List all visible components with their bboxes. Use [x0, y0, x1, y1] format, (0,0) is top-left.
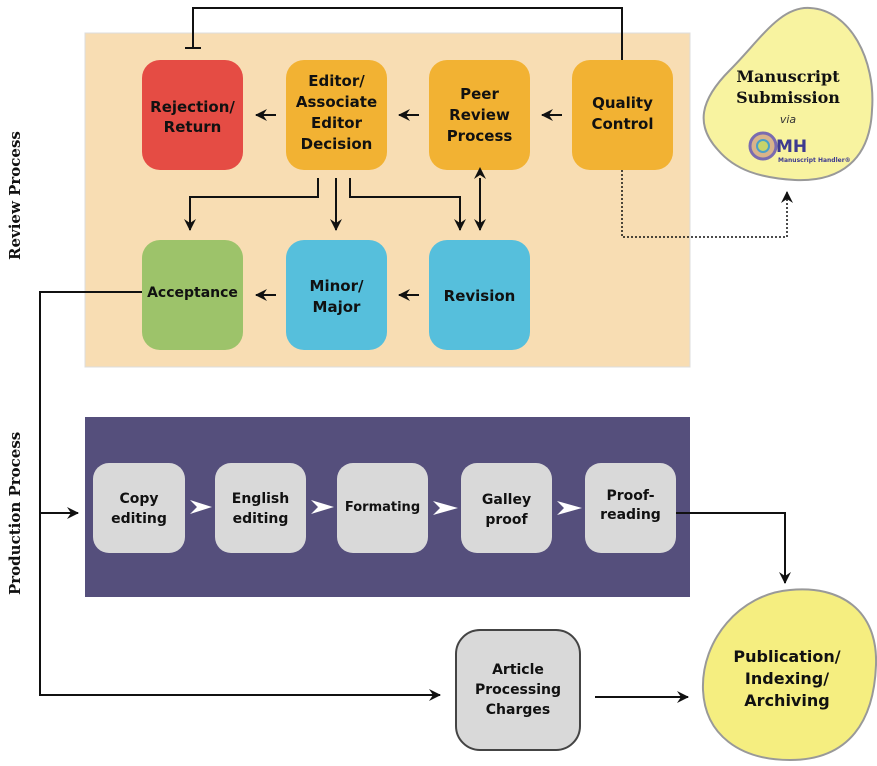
minor-major-box: Minor/Major — [286, 240, 387, 350]
acceptance-to-production-line — [39, 291, 142, 519]
manuscript-handler-logo: MH Manuscript Handler® — [748, 131, 851, 164]
chevron-arrow-icon — [190, 500, 212, 514]
rejection-return-box: Rejection/Return — [142, 60, 243, 170]
chevron-arrow-icon — [557, 501, 582, 515]
svg-text:Proof-reading: Proof-reading — [600, 488, 661, 523]
production-chevrons — [190, 500, 582, 515]
acceptance-box: Acceptance — [142, 240, 243, 350]
publication-indexing-archiving-blob: Publication/Indexing/Archiving — [701, 588, 877, 762]
chevron-arrow-icon — [311, 500, 334, 514]
svg-text:via: via — [780, 113, 797, 126]
arrow-editor-to-acceptance — [184, 178, 319, 231]
svg-text:Publication/Indexing/Archiving: Publication/Indexing/Archiving — [733, 647, 840, 710]
acceptance-to-apc-line — [39, 513, 441, 701]
review-process-label: Review Process — [6, 131, 24, 260]
svg-text:MH: MH — [776, 137, 807, 157]
svg-text:Revision: Revision — [444, 287, 516, 305]
svg-text:Manuscript Handler®: Manuscript Handler® — [778, 157, 851, 164]
svg-text:Rejection/Return: Rejection/Return — [150, 98, 235, 136]
chevron-arrow-icon — [433, 501, 458, 515]
dotted-quality-to-submission — [621, 170, 793, 238]
production-to-publication-line — [676, 512, 791, 584]
production-process-label: Production Process — [6, 432, 24, 595]
svg-text:Acceptance: Acceptance — [147, 285, 238, 301]
revision-box: Revision — [429, 240, 530, 350]
svg-text:Formating: Formating — [345, 500, 420, 515]
production-step-proof-reading: Proof-reading — [585, 463, 676, 553]
svg-text:Minor/Major: Minor/Major — [310, 277, 364, 316]
production-step-formating: Formating — [337, 463, 428, 553]
quality-to-rejection-line — [192, 7, 623, 60]
arrow-editor-to-revision — [349, 178, 466, 231]
